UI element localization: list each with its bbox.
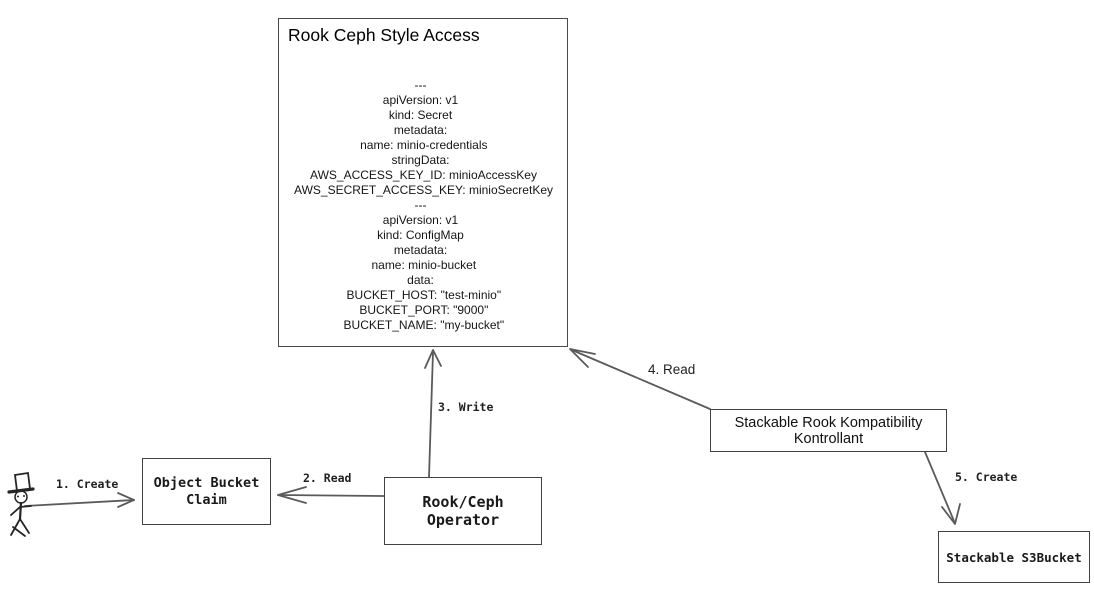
arrow-create-5 bbox=[924, 451, 961, 525]
node-object-bucket-claim-label: Object Bucket Claim bbox=[153, 474, 260, 508]
arrow-create-1 bbox=[24, 492, 135, 508]
user-stick-figure-icon bbox=[7, 471, 35, 537]
arrow-read-4 bbox=[569, 348, 711, 410]
node-stackable-s3bucket-label: Stackable S3Bucket bbox=[946, 549, 1082, 565]
node-rook-ceph-operator-label: Rook/Ceph Operator bbox=[422, 493, 504, 529]
edge-label-2-read: 2. Read bbox=[303, 471, 352, 485]
node-object-bucket-claim: Object Bucket Claim bbox=[142, 458, 271, 525]
node-stackable-s3bucket: Stackable S3Bucket bbox=[938, 531, 1090, 583]
edge-label-3-write: 3. Write bbox=[438, 400, 494, 414]
node-kontrollant-label: Stackable Rook Kompatibility Kontrollant bbox=[734, 414, 923, 447]
node-rook-ceph-style-access: Rook Ceph Style Access --- apiVersion: v… bbox=[278, 18, 568, 347]
arrow-write-3 bbox=[424, 349, 442, 478]
arrow-read-2 bbox=[277, 486, 385, 504]
edge-label-1-create: 1. Create bbox=[56, 477, 119, 491]
yaml-manifest-text: --- apiVersion: v1 kind: Secret metadata… bbox=[294, 78, 553, 332]
node-stackable-rook-kompatibility-kontrollant: Stackable Rook Kompatibility Kontrollant bbox=[710, 409, 947, 452]
big-box-title: Rook Ceph Style Access bbox=[288, 25, 480, 45]
node-rook-ceph-operator: Rook/Ceph Operator bbox=[384, 477, 542, 545]
edge-label-5-create: 5. Create bbox=[955, 470, 1018, 484]
edge-label-4-read: 4. Read bbox=[648, 362, 696, 377]
